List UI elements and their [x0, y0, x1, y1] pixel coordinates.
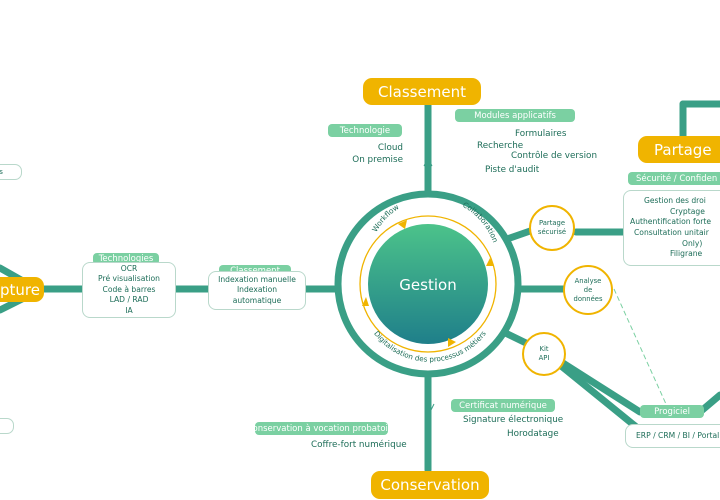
item-authentification: Authentification forte — [630, 217, 712, 227]
card-securite: Gestion des droi Cryptage Authentificati… — [623, 190, 720, 266]
node-capture[interactable]: pture — [0, 277, 44, 302]
label-securite: Sécurité / Confiden — [628, 172, 720, 185]
item-lad-rad: LAD / RAD — [109, 295, 149, 305]
bubble-kit-api[interactable]: Kit API — [522, 332, 566, 376]
item-consultation: Consultation unitair — [634, 228, 709, 237]
stub-bottom: e — [0, 418, 14, 434]
bubble-text: Kit — [539, 345, 549, 353]
item-cloud: Cloud — [377, 143, 403, 153]
list-technologie: Cloud On premise — [343, 142, 403, 166]
item-horodatage: Horodatage — [507, 429, 559, 439]
label-progiciel: Progiciel — [640, 405, 704, 418]
bubble-text: API — [538, 354, 550, 362]
label-certificat: Certificat numérique — [451, 399, 555, 412]
item-only: Only) — [682, 238, 703, 248]
item-indexation: Indexation — [236, 285, 278, 295]
branch-progiciel-trunk — [551, 354, 644, 416]
item-piste-audit: Piste d'audit — [485, 165, 540, 175]
node-partage[interactable]: Partage — [638, 136, 720, 163]
item-indexation-manuelle: Indexation manuelle — [218, 274, 296, 284]
card-progiciel: ERP / CRM / BI / Portal — [625, 424, 720, 448]
bubble-text: données — [573, 294, 603, 303]
item-signature: Signature électronique — [463, 415, 564, 425]
bubble-text: Partage — [538, 219, 566, 227]
node-classement[interactable]: Classement — [363, 78, 481, 105]
bubble-text: Analyse — [574, 276, 602, 285]
center-inner-circle — [368, 224, 488, 344]
node-conservation[interactable]: Conservation — [371, 471, 489, 499]
item-ocr: OCR — [120, 263, 138, 273]
item-gestion-droits: Gestion des droi — [644, 196, 706, 206]
item-previsualisation: Pré visualisation — [98, 274, 160, 284]
center-orbit — [359, 215, 497, 353]
bubble-text: de — [583, 285, 593, 294]
item-filigrane: Filigrane — [670, 249, 703, 259]
bubble-analyse-donnees[interactable]: Analyse de données — [563, 265, 613, 315]
item-recherche: Recherche — [477, 141, 524, 151]
item-erp-crm: ERP / CRM / BI / Portal — [636, 430, 720, 440]
dashed-link — [613, 288, 667, 405]
card-technologies: OCR Pré visualisation Code à barres LAD … — [82, 262, 176, 318]
bubble-text: sécurisé — [537, 228, 567, 236]
item-on-premise: On premise — [352, 155, 403, 165]
item-automatique: automatique — [232, 295, 282, 305]
item-formulaires: Formulaires — [515, 129, 567, 139]
item-ia: IA — [125, 305, 133, 315]
item-controle-version: Contrôle de version — [511, 151, 598, 161]
item-coffre-fort: Coffre-fort numérique — [311, 440, 407, 450]
item-code-barres: Code à barres — [102, 284, 156, 294]
item-cryptage: Cryptage — [670, 206, 705, 216]
card-classement-capture: Indexation manuelle Indexation automatiq… — [208, 271, 306, 310]
label-technologie: Technologie — [328, 124, 402, 137]
branch-progiciel — [556, 361, 644, 434]
bubble-partage-securise[interactable]: Partage sécurisé — [529, 205, 575, 251]
label-vocation-probatoire: Conservation à vocation probatoire — [246, 422, 397, 435]
label-modules-applicatifs: Modules applicatifs — [455, 109, 575, 122]
stub-top: es — [0, 164, 22, 180]
center-title: Gestion — [399, 276, 456, 294]
